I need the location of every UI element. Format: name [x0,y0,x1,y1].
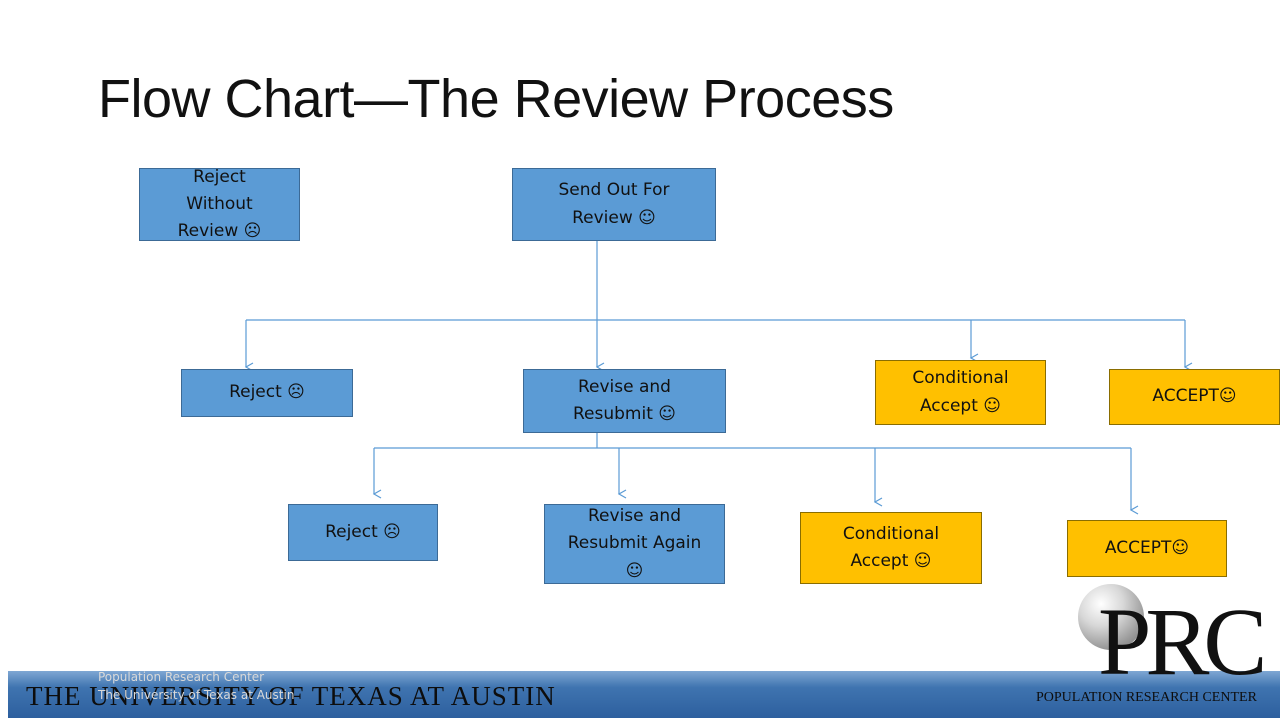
node-accept-2-label: ACCEPT☺ [1104,537,1190,558]
globe-icon [1078,584,1144,650]
footer-center-university: The University of Texas at Austin [98,688,295,702]
node-conditional-accept-1: Conditional Accept ☺ [875,360,1046,425]
node-accept-2: ACCEPT☺ [1067,520,1227,577]
node-reject-without-review: Reject Without Review ☹ [139,168,300,241]
node-reject-2: Reject ☹ [288,504,438,561]
footer-center-name: Population Research Center [98,670,265,684]
prc-logo-caption: POPULATION RESEARCH CENTER [1036,690,1257,705]
footer-band [8,671,1280,718]
node-reject-2-label: Reject ☹ [325,521,401,542]
slide-title: Flow Chart—The Review Process [98,69,894,129]
node-conditional-accept-1-label: Conditional Accept ☺ [912,368,1009,416]
node-send-out-for-review: Send Out For Review ☺ [512,168,716,241]
node-accept-1-label: ACCEPT☺ [1152,386,1237,407]
node-conditional-accept-2-label: Conditional Accept ☺ [842,523,940,571]
node-reject-1-label: Reject ☹ [229,382,305,403]
node-revise-and-resubmit: Revise and Resubmit ☺ [523,369,726,433]
footer-university-name: THE UNIVERSITY OF TEXAS AT AUSTIN [26,681,556,711]
prc-logo: PRC [1098,588,1267,695]
node-reject-without-review-label: Reject Without Review ☹ [177,168,262,241]
node-revise-and-resubmit-label: Revise and Resubmit ☺ [572,376,676,424]
node-send-out-for-review-label: Send Out For Review ☺ [558,180,670,228]
node-conditional-accept-2: Conditional Accept ☺ [800,512,982,584]
node-revise-and-resubmit-again-label: Revise and Resubmit Again ☺ [567,506,702,581]
node-reject-1: Reject ☹ [181,369,353,417]
node-revise-and-resubmit-again: Revise and Resubmit Again ☺ [544,504,725,584]
node-accept-1: ACCEPT☺ [1109,369,1280,425]
